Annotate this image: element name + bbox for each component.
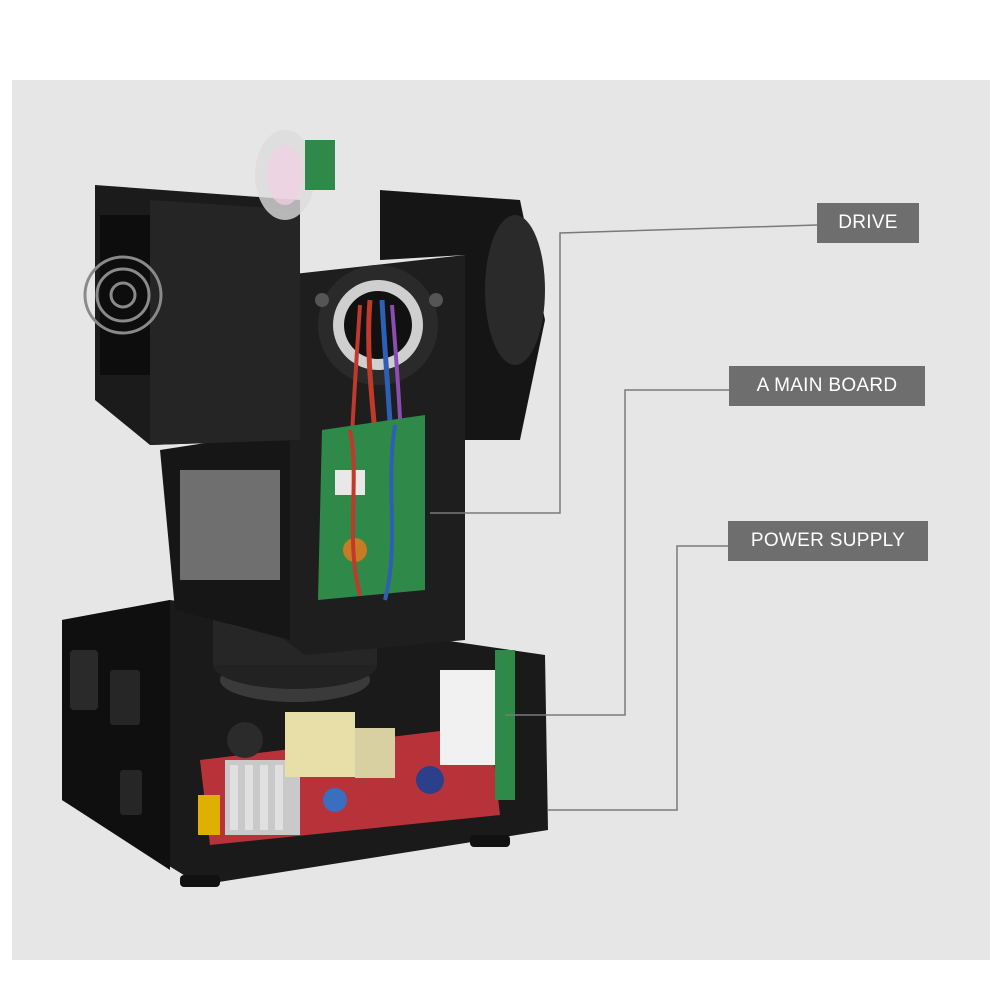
- color-wheel: [255, 130, 335, 220]
- main-board: [318, 415, 425, 601]
- power-supply-label: POWER SUPPLY: [728, 521, 928, 561]
- main-board-leader-line: [505, 389, 729, 716]
- power-supply-leader-line: [548, 545, 728, 811]
- head-housing: [83, 185, 545, 445]
- main-board-label: A MAIN BOARD: [729, 366, 925, 406]
- drive-leader-line: [430, 224, 818, 514]
- drive-label: DRIVE: [817, 203, 919, 243]
- callout-leader-lines: [430, 224, 818, 811]
- power-supply-board: [198, 650, 515, 845]
